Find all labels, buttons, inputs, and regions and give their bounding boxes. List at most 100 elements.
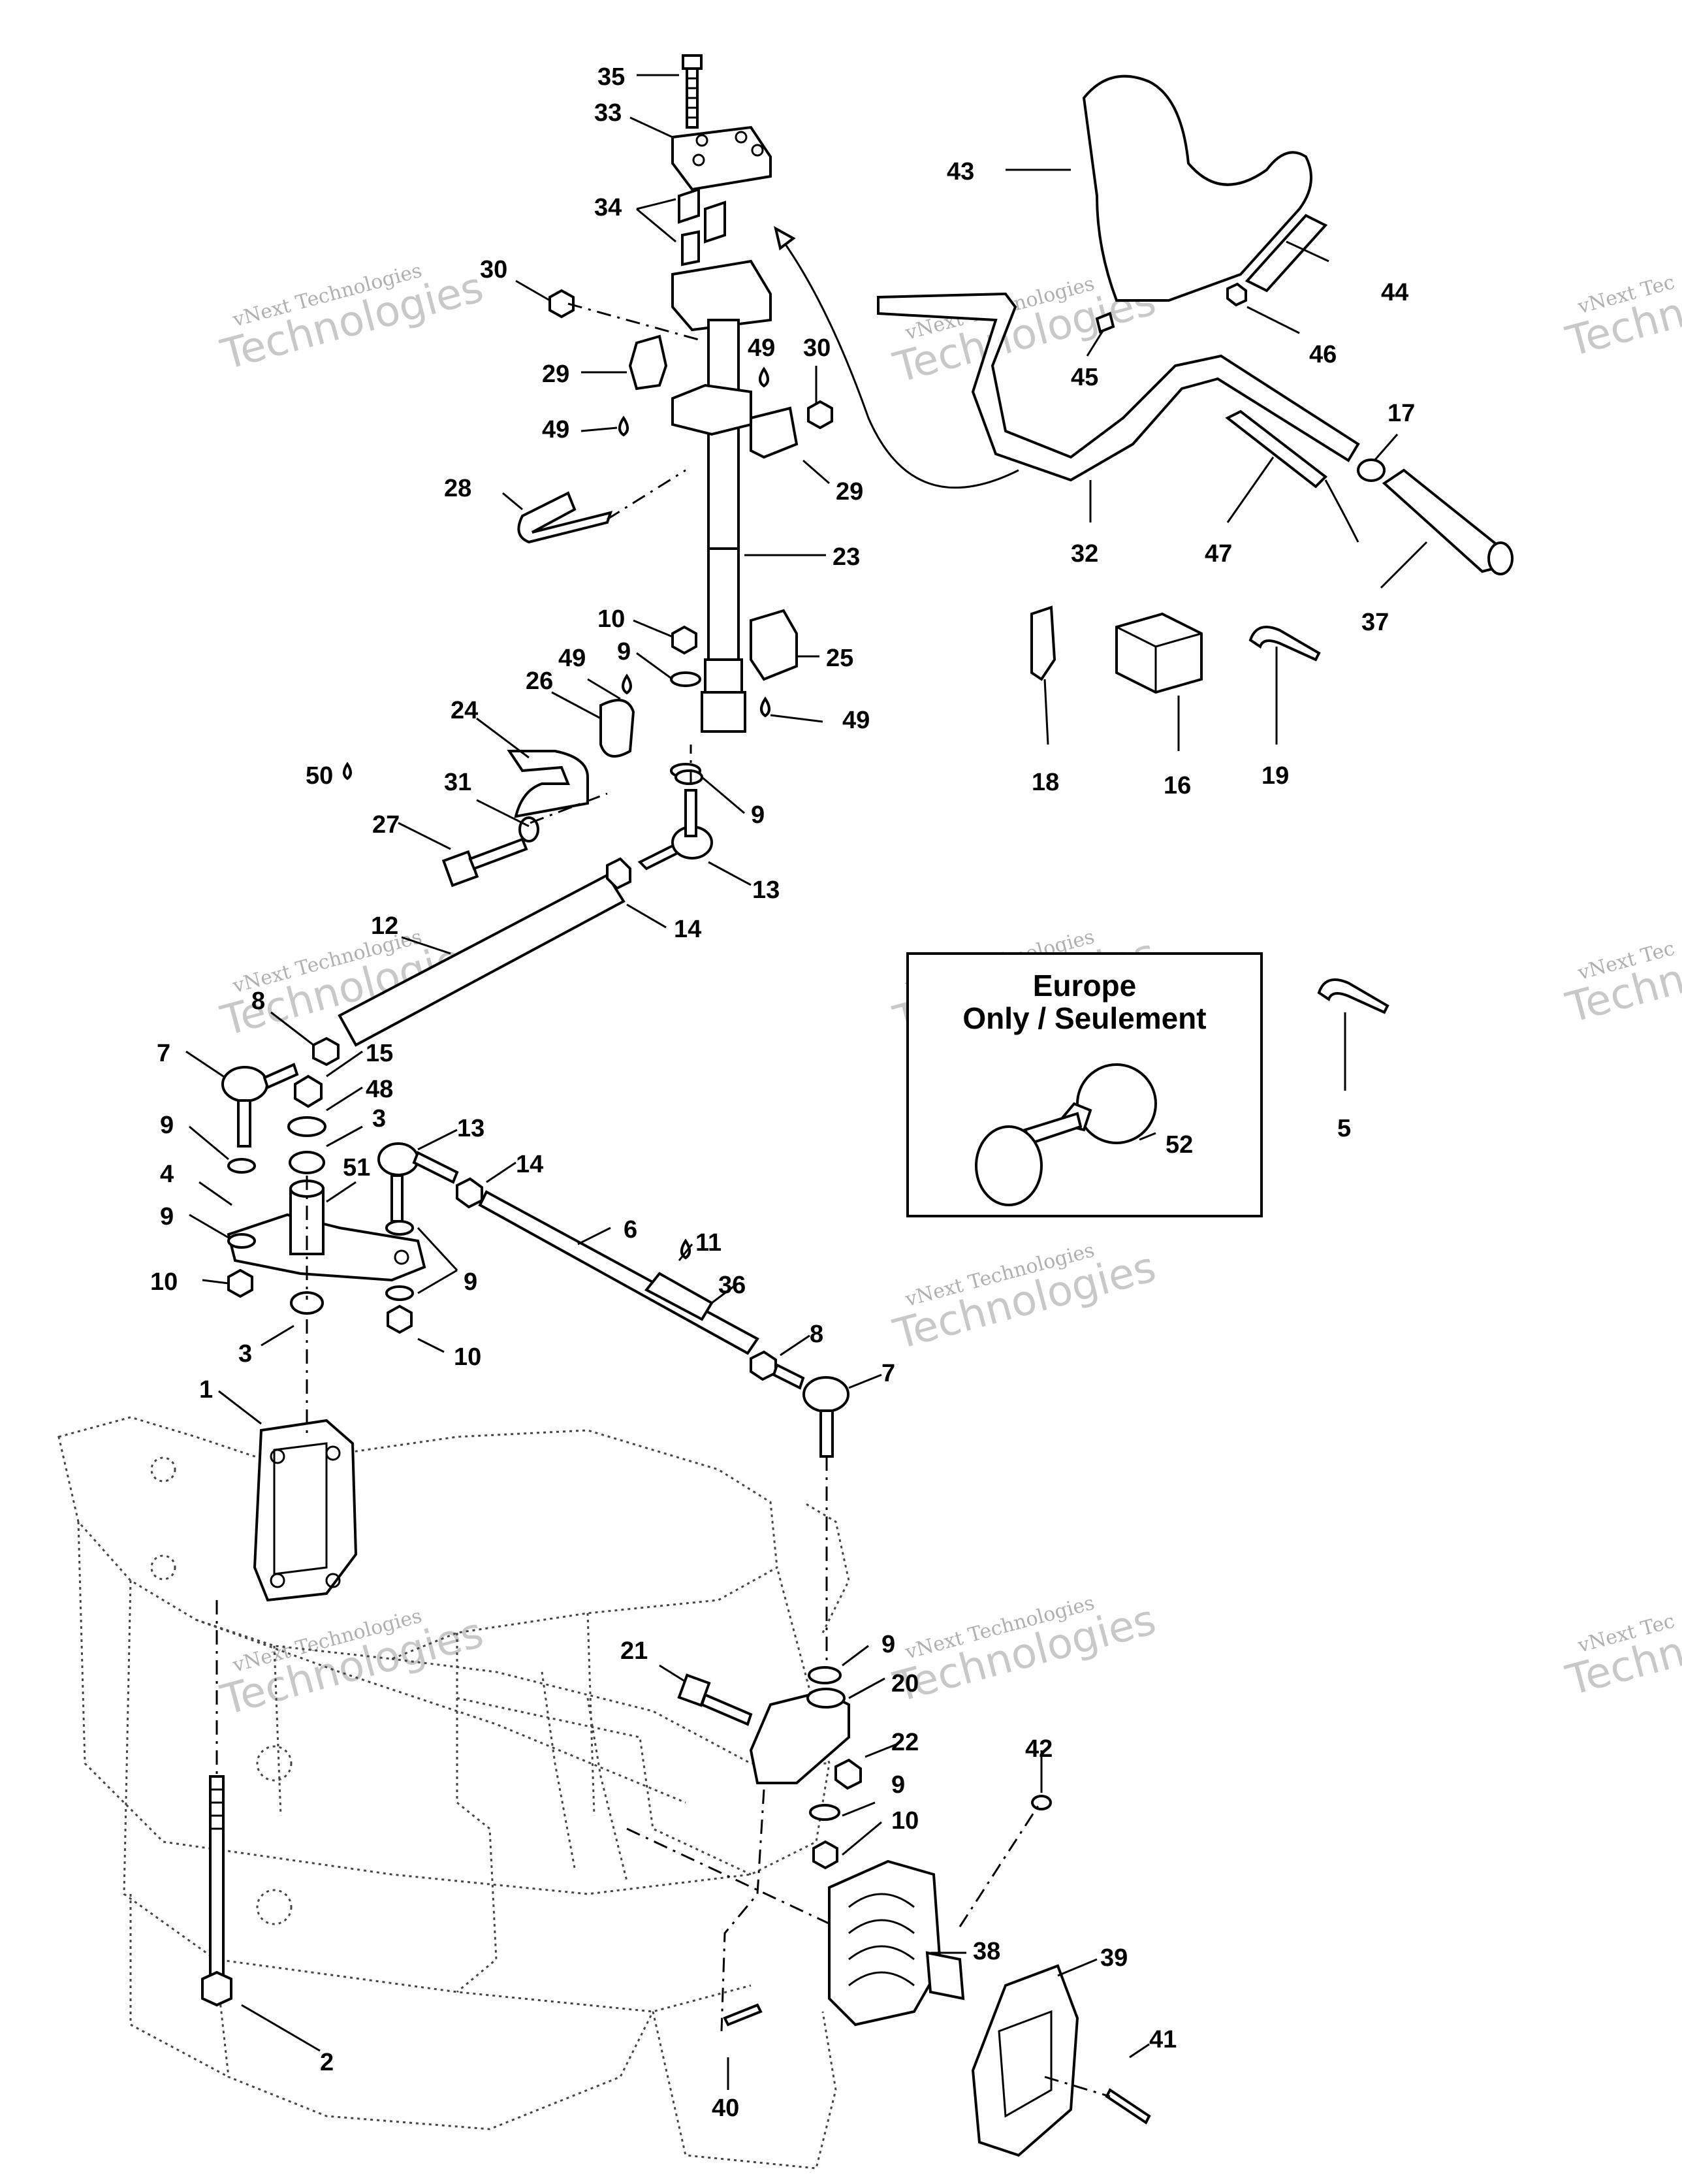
callout-label: 9 [464,1268,477,1296]
callout-label: 14 [674,916,701,943]
bolt-35 [682,54,703,129]
callout-label: 9 [751,801,765,829]
callout-label: 2 [320,2049,334,2076]
steering-linkage [221,769,862,1870]
callout-label: 9 [160,1203,174,1230]
callout-label: 48 [366,1076,393,1103]
column-support-bracket-1 [253,1419,358,1602]
callout-labels: 35 33 34 30 29 49 30 49 29 28 23 10 9 25… [150,63,1415,2122]
centerlines [215,302,1111,2098]
callout-label: 22 [891,1729,919,1756]
throttle-ring-17 [1357,458,1386,482]
pitman-arm-20 [749,1688,850,1784]
inset-title-line1: Europe [1033,969,1136,1003]
callout-label: 3 [372,1105,386,1132]
inset-title-line2: Only / Seulement [962,1001,1206,1035]
callout-label: 8 [810,1321,823,1348]
cable-tie-5 [1317,978,1389,1014]
cable-tie-19 [1248,626,1321,662]
column-bracket [671,383,752,436]
callout-label: 39 [1100,1944,1128,1972]
nut-10 [812,1840,838,1870]
grease-drop-49 [618,415,629,437]
callout-label: 47 [1205,540,1232,568]
callout-label: 34 [594,194,622,221]
bushing-26 [599,699,635,758]
washer-48 [287,1116,326,1137]
steering-gearbox-38 [828,1859,965,2027]
washer-9 [674,769,703,785]
callout-label: 20 [891,1670,919,1697]
leader-lines [185,74,1428,2090]
watermark: vNext Tec Technolo [1561,271,1682,367]
nut-14 [456,1177,483,1209]
callout-label: 5 [1337,1115,1351,1142]
grease-drop-49 [759,366,769,388]
bushing-3 [290,1291,324,1315]
grip-heater-47 [1225,410,1328,489]
column-clamp-base [671,259,772,332]
bolt-2 [201,1775,232,2007]
callout-label: 7 [157,1040,170,1067]
callout-label: 33 [594,99,622,127]
steering-column-23 [701,319,746,733]
callout-label: 49 [748,334,775,362]
callout-label: 4 [160,1161,174,1188]
clamp-29-right [750,406,799,459]
callout-label: 23 [833,543,860,571]
nut-10 [227,1268,253,1298]
screw-40 [723,2003,763,2027]
callout-label: 51 [343,1154,370,1181]
callout-label: 10 [891,1807,919,1835]
callout-label: 8 [251,988,265,1015]
nut-46 [1226,282,1247,307]
grease-drop-50 [343,762,352,780]
nut-10 [387,1304,413,1334]
callout-label: 37 [1361,609,1389,636]
pad-cover-44 [1245,214,1328,293]
callout-label: 46 [1309,341,1337,368]
washer-9 [670,671,701,687]
connector-18 [1030,605,1056,681]
callout-label: 9 [160,1112,174,1139]
callout-label: 18 [1032,769,1059,796]
watermark: vNext Technologies Technologies [889,1239,1161,1360]
callout-label: 31 [444,769,471,796]
nut-10 [671,625,697,655]
callout-label: 1 [199,1376,213,1404]
ball-joint-13 [377,1142,459,1223]
callout-label: 36 [718,1272,746,1299]
arrow-head [774,226,796,251]
washer-9 [227,1158,256,1174]
callout-label: 29 [836,478,863,506]
bushing-34a [678,187,700,224]
tie-rod-12 [338,873,626,1047]
callout-label: 13 [752,876,780,904]
callout-label: 43 [947,158,974,185]
watermark: vNext Tec Technolo [1561,937,1682,1033]
handlebar-32 [877,292,1360,482]
callout-label: 29 [542,361,569,388]
bracket-25 [750,609,798,681]
callout-label: 27 [372,811,400,839]
washer-9 [227,1233,256,1249]
watermark: vNext Tec Technolo [1561,1610,1682,1706]
callout-label: 26 [526,667,553,695]
watermark: vNext Technologies Technologies [889,1592,1161,1712]
callout-label: 38 [973,1938,1000,1965]
nut-14 [606,857,631,890]
washer-9 [808,1666,842,1684]
callout-label: 32 [1071,540,1098,568]
bolt-27 [441,837,528,888]
callout-label: 40 [712,2095,739,2122]
u-bolt-28 [517,491,613,544]
washer-9 [385,1220,414,1236]
bushing-3 [289,1151,325,1174]
callout-label: 49 [558,645,586,672]
callout-label: 49 [542,416,569,443]
callout-label: 10 [454,1343,481,1371]
bushing-34b [704,201,726,244]
nut-22 [834,1758,862,1790]
callout-label: 42 [1025,1735,1053,1763]
